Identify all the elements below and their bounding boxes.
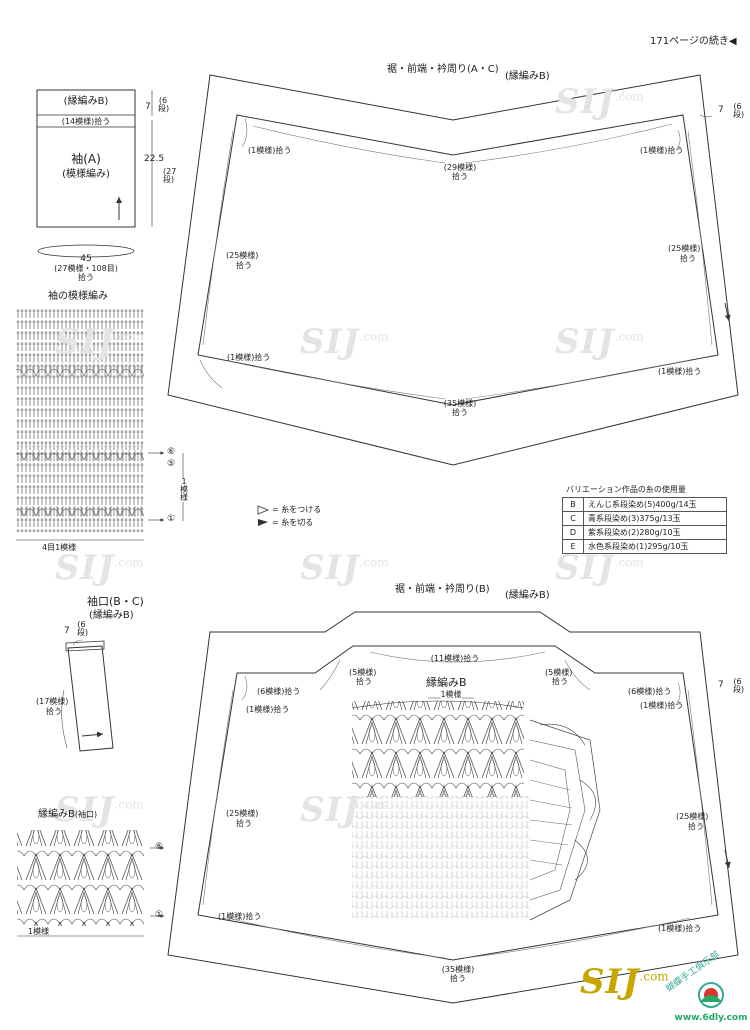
cuff-subtitle: (縁編みB)	[89, 610, 134, 621]
top-panel-outline	[167, 74, 739, 466]
row-mark-5: ⑤	[167, 459, 176, 469]
bottom-panel-label-bl: (1模様)拾う	[218, 912, 262, 921]
bottom-panel-height: 7	[718, 680, 724, 690]
watermark: SIJ.com	[555, 322, 644, 362]
sleeve-edge-rows: (6段)	[158, 96, 170, 113]
top-panel-label-left: (25模様)	[226, 251, 259, 260]
watermark: SIJ.com	[300, 790, 389, 830]
watermark-url: www.6dly.com	[674, 1013, 748, 1023]
site-logo	[698, 982, 724, 1008]
sleeve-body-rows: (27段)	[163, 167, 177, 184]
watermark: SIJ.com	[55, 790, 144, 830]
cuff-row-mark-6: ⑥	[155, 842, 164, 852]
bottom-panel-pickup-arcs	[202, 651, 713, 959]
top-panel-label-top-pick: 拾う	[452, 172, 468, 181]
top-panel-rows: (6段)	[733, 102, 745, 119]
cuff-title: 袖口(B・C)	[87, 595, 144, 608]
bottom-panel-label-neck-l-pick: 拾う	[356, 677, 372, 686]
sleeve-width-pick: 拾う	[78, 273, 94, 282]
bottom-panel-label-neck: (11模様)拾う	[430, 654, 480, 663]
bottom-panel-outline	[167, 611, 739, 1004]
bottom-panel-rows: (6段)	[733, 677, 745, 694]
page-continuation: 171ページの続き◀	[650, 36, 737, 47]
top-panel-label-right: (25模様)	[668, 244, 701, 253]
row-mark-1: ①	[167, 514, 176, 524]
top-panel-title: 裾・前端・衿周り(A・C)	[387, 64, 499, 75]
cuff-outline	[61, 639, 114, 752]
bottom-panel-label-right-pick: 拾う	[688, 822, 704, 831]
sleeve-width-detail: (27模様・108目)	[54, 264, 118, 273]
watermark: SIJ.com	[55, 322, 144, 362]
cuff-height: 7	[64, 626, 70, 636]
bottom-panel-label-tr: (1模様)拾う	[640, 701, 684, 710]
sleeve-pickup-label: (14模様)拾う	[61, 117, 111, 126]
top-panel-label-br: (1模様)拾う	[658, 367, 702, 376]
cuff-edging-chart	[17, 830, 164, 937]
bottom-panel-label-tl: (1模様)拾う	[246, 705, 290, 714]
sleeve-edge-height: 7	[145, 102, 151, 112]
top-panel-height: 7	[718, 105, 724, 115]
sleeve-pattern-title: 袖の模様編み	[48, 291, 108, 302]
watermark: SIJ.com	[300, 548, 389, 588]
top-panel-label-right-pick: 拾う	[680, 254, 696, 263]
row-mark-6: ⑥	[167, 447, 176, 457]
top-panel-label-bottom: (35模様)	[443, 399, 477, 408]
sleeve-subtitle: (模様編み)	[62, 169, 110, 180]
cuff-row-mark-1: ①	[155, 910, 164, 920]
bottom-panel-label-neck-r-pick: 拾う	[552, 677, 568, 686]
watermark-brand: SIJ.com	[580, 962, 669, 1002]
watermark: SIJ.com	[555, 548, 644, 588]
sleeve-width: 45	[80, 254, 92, 264]
bottom-panel-label-neck-r: (5模様)	[545, 668, 573, 677]
yarn-table-title: バリエーション作品の糸の使用量	[566, 485, 686, 494]
cuff-edging-title: 縁編みB(袖口)	[38, 809, 98, 820]
sleeve-stitch-chart	[16, 307, 184, 541]
bottom-panel-label-right: (25模様)	[676, 812, 709, 821]
top-panel-pickup-arcs	[199, 117, 713, 400]
watermark: SIJ.com	[300, 322, 389, 362]
bottom-panel-label-neck-l: (5模様)	[349, 668, 377, 677]
legend-attach-yarn: = 糸をつける	[272, 505, 322, 514]
watermark: SIJ.com	[555, 82, 644, 122]
bottom-panel-label-br: (1模様)拾う	[658, 924, 702, 933]
sleeve-body-height: 22.5	[144, 154, 165, 164]
cuff-edging-repeat: 1模様	[28, 927, 50, 936]
top-panel-label-tr: (1模様)拾う	[640, 146, 684, 155]
bottom-panel-subtitle: (縁編みB)	[505, 590, 550, 601]
sleeve-outline	[36, 89, 153, 258]
bottom-panel-label-bottom-pick: 拾う	[450, 974, 466, 983]
top-panel-label-top: (29模様)	[443, 163, 477, 172]
bottom-panel-label-shoulder-l: (6模様)拾う	[257, 687, 301, 696]
legend-cut-yarn: = 糸を切る	[272, 518, 314, 527]
cuff-pickup-2: 拾う	[46, 707, 62, 716]
edging-b-repeat: 1模様	[440, 690, 462, 699]
legend-symbols	[257, 505, 270, 526]
top-panel-subtitle: (縁編みB)	[505, 71, 550, 82]
watermark: SIJ.com	[55, 548, 144, 588]
sleeve-pattern-repeat-h: 4目1模様	[42, 543, 77, 552]
edging-b-title: 縁編みB	[426, 676, 467, 689]
sleeve-pattern-repeat-v: 1模様	[180, 477, 188, 502]
bottom-panel-label-left: (25模様)	[226, 809, 259, 818]
bottom-panel-label-shoulder-r: (6模様)拾う	[628, 687, 672, 696]
top-panel-label-tl: (1模様)拾う	[248, 146, 292, 155]
cuff-rows: (6段)	[77, 620, 89, 637]
top-panel-label-left-pick: 拾う	[236, 261, 252, 270]
bottom-panel-label-bottom: (35模様)	[441, 965, 475, 974]
sleeve-title: 袖(A)	[71, 152, 101, 166]
sleeve-edging-label: (縁編みB)	[63, 96, 109, 107]
bottom-panel-label-left-pick: 拾う	[236, 819, 252, 828]
cuff-pickup: (17模様)	[36, 697, 69, 706]
top-panel-label-bottom-pick: 拾う	[452, 408, 468, 417]
edging-b-chart	[351, 697, 601, 921]
top-panel-label-bl: (1模様)拾う	[227, 353, 271, 362]
bottom-panel-title: 裾・前端・衿周り(B)	[395, 584, 490, 595]
